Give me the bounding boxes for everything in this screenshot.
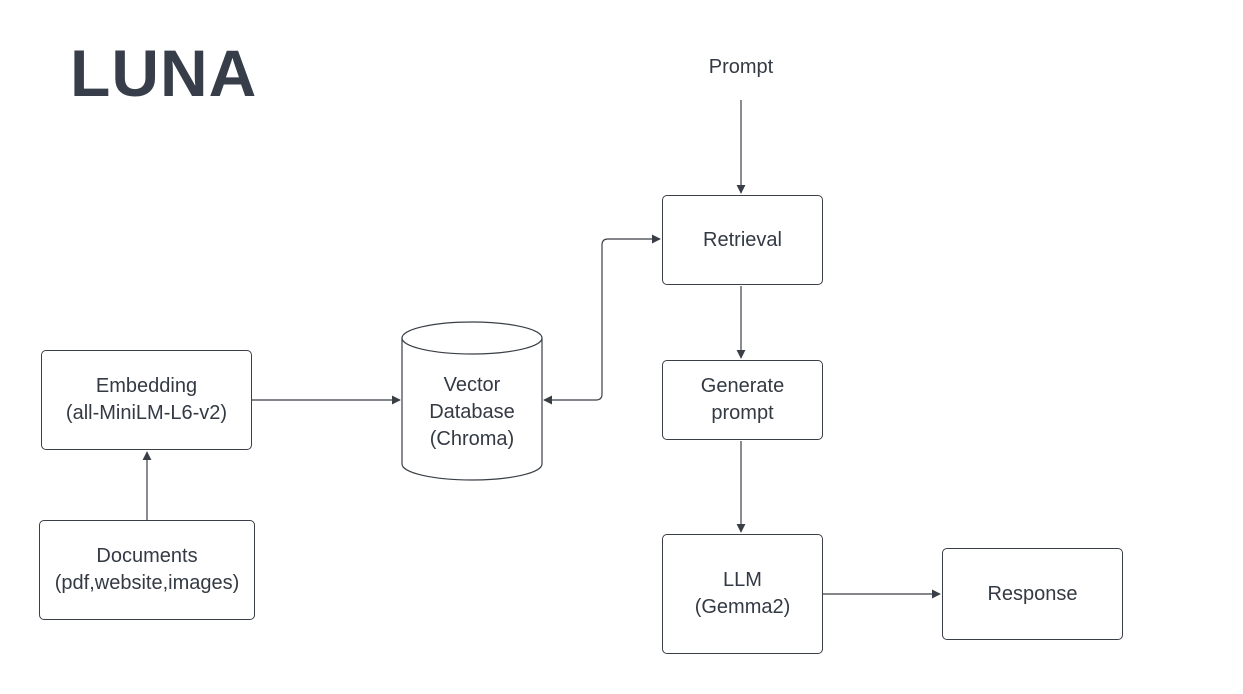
vector-database-label: Vector Database (Chroma)	[402, 372, 542, 453]
diagram-title: LUNA	[70, 36, 258, 110]
embedding-label-line1: Embedding	[95, 375, 198, 397]
vector-database-cylinder	[401, 321, 543, 481]
embedding-node: Embedding (all-MiniLM-L6-v2)	[41, 350, 252, 450]
prompt-label: Prompt	[708, 56, 774, 78]
response-label: Response	[987, 582, 1078, 605]
vector-database-label-line1: Vector	[443, 374, 501, 396]
retrieval-label: Retrieval	[703, 228, 782, 251]
retrieval-node: Retrieval	[662, 195, 823, 285]
llm-node: LLM (Gemma2)	[662, 534, 823, 654]
arrow-vectordb-retrieval	[543, 234, 661, 405]
documents-label-line1: Documents	[96, 545, 198, 567]
llm-label-line1: LLM	[723, 569, 762, 591]
embedding-label-line2: (all-MiniLM-L6-v2)	[65, 402, 228, 424]
response-node: Response	[942, 548, 1123, 640]
generate-prompt-label-line1: Generate	[700, 375, 785, 397]
generate-prompt-node: Generate prompt	[662, 360, 823, 440]
generate-prompt-label-line2: prompt	[711, 402, 774, 424]
vector-database-label-line2: Database	[429, 401, 515, 423]
documents-node: Documents (pdf,website,images)	[39, 520, 255, 620]
llm-label-line2: (Gemma2)	[694, 596, 791, 618]
documents-label-line2: (pdf,website,images)	[54, 572, 240, 594]
vector-database-label-line3: (Chroma)	[429, 428, 515, 450]
